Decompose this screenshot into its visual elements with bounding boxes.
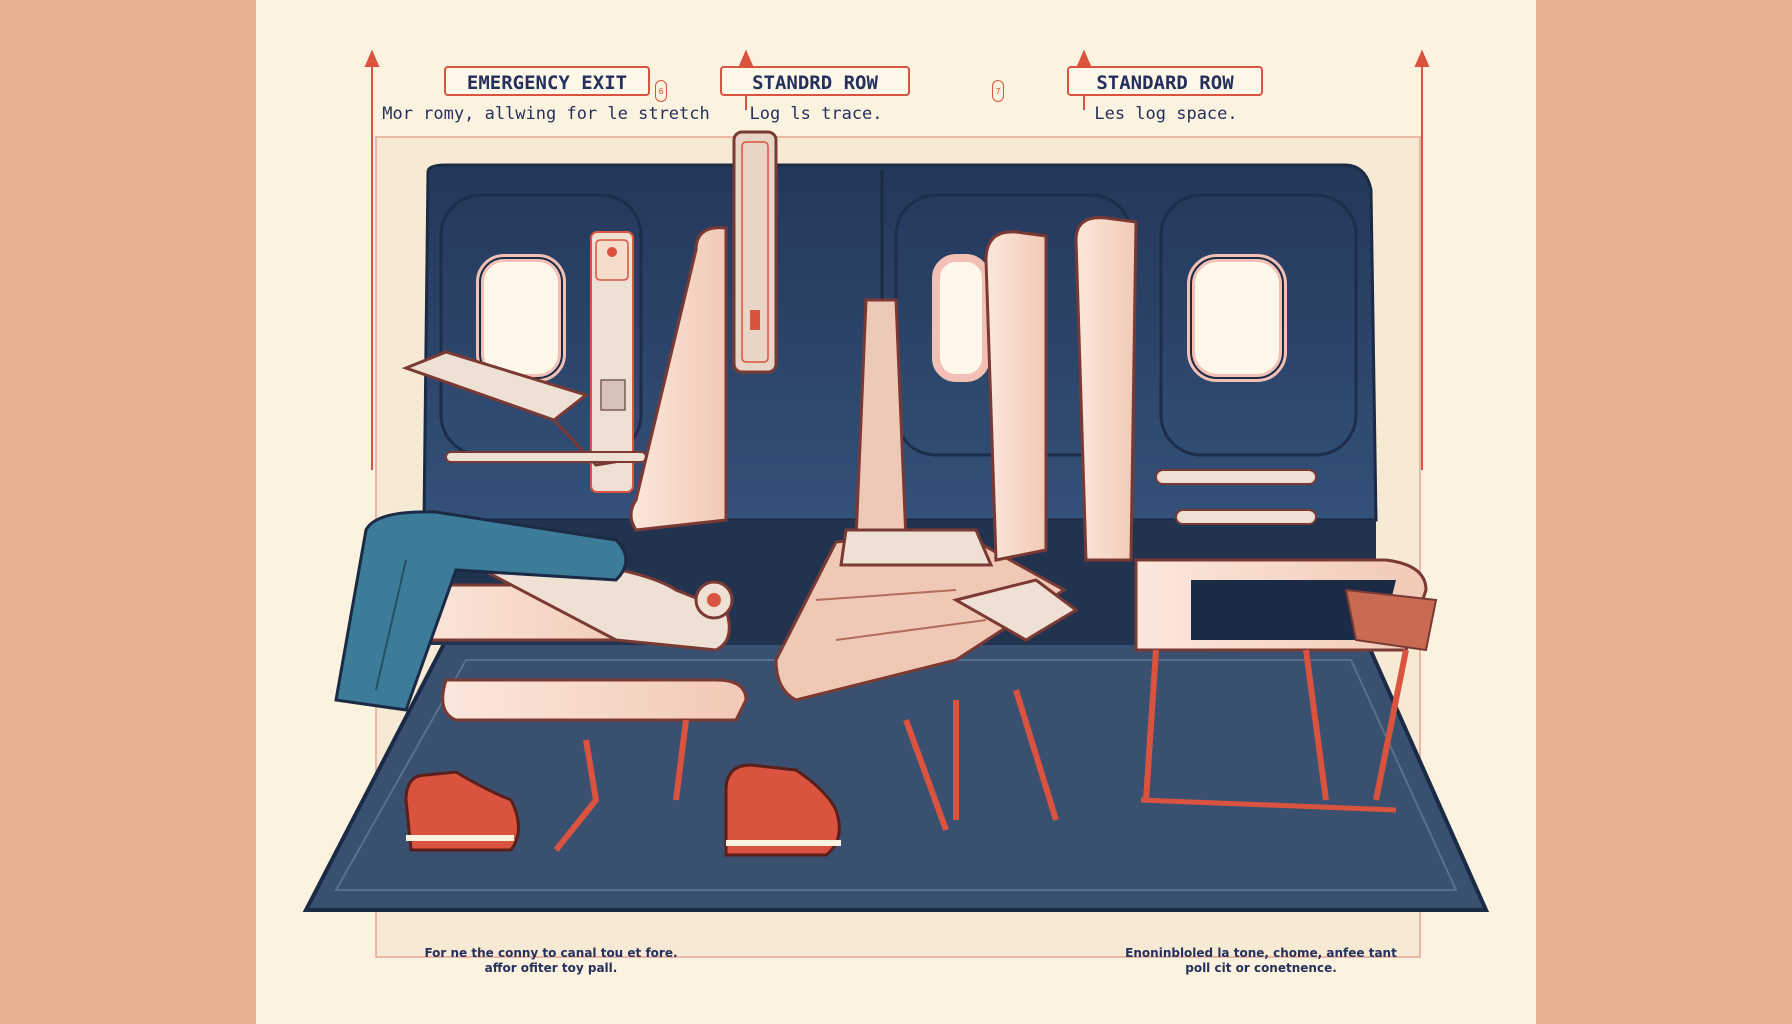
footnote-left: For ne the conny to canal tou et fore. a… [386, 946, 716, 976]
column-subtitle-emergency-exit: Mor romy, allwing for le stretch [382, 104, 710, 124]
footnote-right-line-2: poll cit or conetnence. [1185, 961, 1337, 975]
exit-door-panel [590, 231, 634, 493]
footnote-left-line-1: For ne the conny to canal tou et fore. [424, 946, 678, 960]
sneaker-left [404, 770, 520, 852]
diagram-poster: EMERGENCY EXIT Mor romy, allwing for le … [256, 0, 1536, 1024]
exit-tray-table [401, 350, 647, 467]
standard-seat-middle [774, 298, 1079, 832]
dimension-arrows [364, 49, 1430, 470]
sneaker-middle [724, 763, 841, 857]
cabin-illustration [302, 49, 1490, 958]
window-middle [932, 254, 990, 382]
column-title-standard-row-1: STANDRD ROW [720, 66, 910, 96]
marker-7: 7 [992, 80, 1004, 102]
column-title-emergency-exit: EMERGENCY EXIT [444, 66, 650, 96]
window-left [476, 254, 566, 382]
footnote-left-line-2: affor ofiter toy pall. [484, 961, 618, 975]
passenger-legs [334, 510, 628, 712]
column-subtitle-standard-row-2: Les log space. [1094, 104, 1238, 124]
column-subtitle-standard-row-1: Log ls trace. [749, 104, 883, 124]
standard-seat-right [984, 216, 1438, 813]
footnote-right: Enoninbloled la tone, chome, anfee tant … [1096, 946, 1426, 976]
window-right [1187, 254, 1287, 382]
marker-6: 6 [655, 80, 667, 102]
column-title-standard-row-2: STANDARD ROW [1067, 66, 1263, 96]
footnote-right-line-1: Enoninbloled la tone, chome, anfee tant [1125, 946, 1397, 960]
emergency-exit-bar [732, 130, 778, 374]
